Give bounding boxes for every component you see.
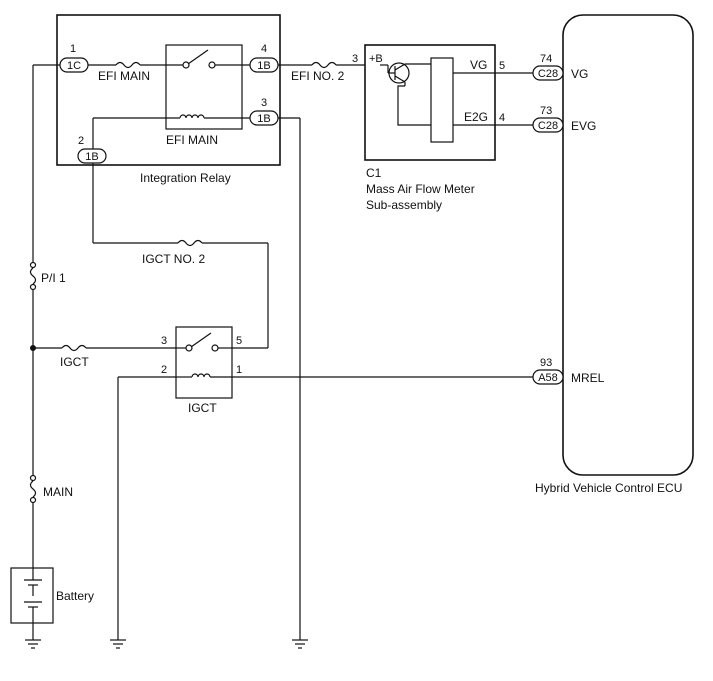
connector-1b-pin4: 1B (249, 57, 279, 73)
maf-e2g-pin: 4 (499, 112, 505, 124)
ecu-terminal-mrel: 93 A58 MREL (532, 357, 605, 385)
ground-right-symbol (292, 639, 308, 649)
switch-contact-right (208, 61, 216, 69)
ecu-terminal-connector: C28 (538, 120, 558, 132)
switch-contact-left (182, 61, 190, 69)
pin-3-label: 3 (261, 97, 267, 109)
maf-sensor-element (430, 57, 454, 143)
maf-pin-b-number: 3 (352, 53, 358, 65)
efi-main-relay-box (165, 44, 243, 130)
maf-vg-label: VG (470, 58, 487, 72)
main-fuse-symbol (29, 480, 37, 498)
maf-vg-pin: 5 (499, 60, 505, 72)
maf-id-label: C1 (366, 166, 382, 180)
igct-relay-label: IGCT (188, 401, 217, 415)
connector-1b-pin3: 1B (249, 110, 279, 126)
pi1-fuse-symbol (29, 267, 37, 285)
maf-meter: 3 +B VG 5 E2G 4 C1 Mass Air Flow Meter S… (352, 44, 533, 212)
ecu: Hybrid Vehicle Control ECU 74 C28 VG 73 … (532, 14, 694, 495)
battery-box (10, 567, 54, 624)
svg-text:1B: 1B (257, 60, 270, 72)
efi-main-relay-label: EFI MAIN (166, 133, 218, 147)
ground-left-symbol (110, 639, 126, 649)
integration-relay-box (56, 14, 281, 166)
maf-e2g-label: E2G (464, 110, 488, 124)
igct-pin1-label: 1 (236, 364, 242, 376)
battery: Battery (10, 567, 94, 640)
main-fuse-label: MAIN (43, 485, 73, 499)
ecu-terminal-pin: 74 (540, 53, 552, 65)
igct-fuse-label: IGCT (60, 355, 89, 369)
igct-no2-fuse-label: IGCT NO. 2 (142, 252, 205, 266)
maf-name-line1: Mass Air Flow Meter (366, 182, 475, 196)
efi-main-fuse-symbol (115, 61, 141, 69)
igct-no2-fuse-symbol (177, 239, 203, 247)
ecu-terminal-connector: C28 (538, 68, 558, 80)
efi-main-switch-blade (187, 49, 209, 65)
svg-text:1B: 1B (85, 151, 98, 163)
pin-2-label: 2 (78, 135, 84, 147)
maf-b-label: +B (369, 53, 383, 65)
ecu-terminal-signal: EVG (571, 119, 596, 133)
ecu-terminal-evg: 73 C28 EVG (532, 105, 596, 133)
connector-1c: 1C (59, 57, 89, 73)
pin-1-label: 1 (70, 43, 76, 55)
efi-no2-fuse-symbol (311, 61, 337, 69)
ground-battery-symbol (25, 639, 41, 649)
igct-pin5-label: 5 (236, 335, 242, 347)
ecu-terminal-signal: VG (571, 67, 588, 81)
svg-text:1B: 1B (257, 113, 270, 125)
ecu-terminal-connector: A58 (538, 372, 558, 384)
ecu-terminal-pin: 73 (540, 105, 552, 117)
igct-fuse-symbol (61, 344, 87, 352)
ecu-label: Hybrid Vehicle Control ECU (535, 481, 682, 495)
igct-relay-box (175, 326, 233, 399)
pin-4-label: 4 (261, 43, 267, 55)
ecu-terminal-signal: MREL (571, 371, 605, 385)
integration-relay: Integration Relay 1 4 3 2 EFI MAIN EFI M… (56, 14, 281, 185)
ecu-box (562, 14, 694, 476)
ecu-terminal-vg: 74 C28 VG (532, 53, 588, 81)
efi-main-fuse-label: EFI MAIN (98, 69, 150, 83)
battery-label: Battery (56, 589, 94, 603)
igct-pin2-label: 2 (161, 364, 167, 376)
connector-1b-pin2: 1B (77, 148, 107, 164)
igct-coil-symbol (191, 373, 211, 378)
pi1-fuse-label: P/I 1 (41, 271, 66, 285)
efi-main-coil-symbol (179, 114, 205, 119)
ecu-terminal-pin: 93 (540, 357, 552, 369)
svg-text:1C: 1C (67, 60, 81, 72)
igct-relay: IGCT 3 5 2 1 (161, 326, 242, 415)
efi-no2-fuse-label: EFI NO. 2 (291, 69, 345, 83)
igct-pin3-label: 3 (161, 335, 167, 347)
maf-name-line2: Sub-assembly (366, 198, 442, 212)
integration-relay-label: Integration Relay (140, 171, 231, 185)
maf-meter-box (364, 44, 496, 161)
igct-switch-blade (190, 332, 212, 348)
